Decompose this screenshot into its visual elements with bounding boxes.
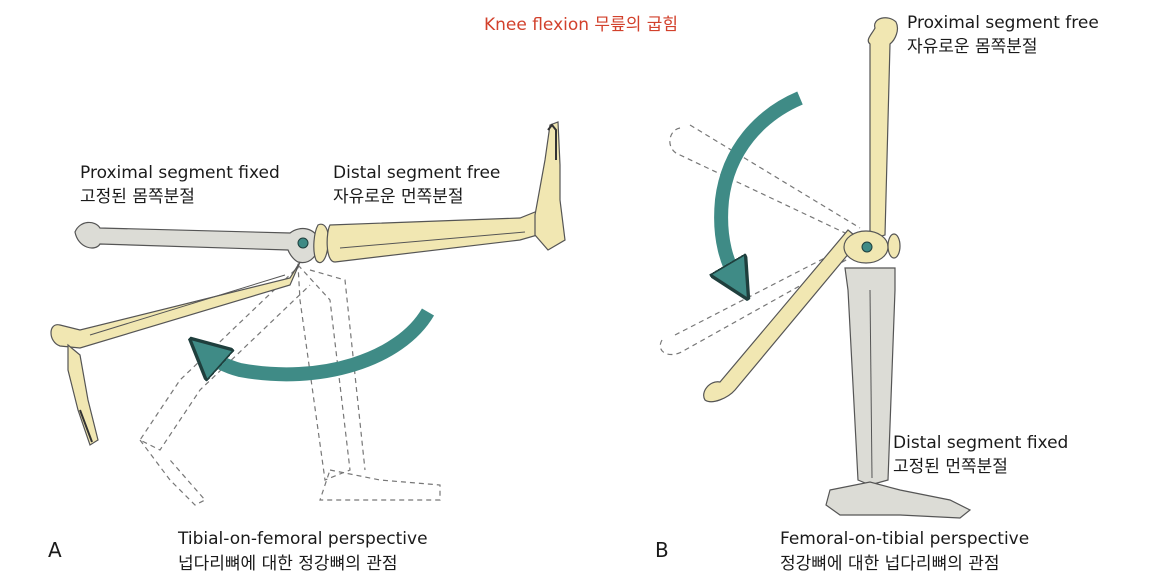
proximal-free-label-ko: 자유로운 몸쪽분절 [907,37,1038,57]
distal-fixed-label-en: Distal segment fixed [893,433,1069,453]
tibial-on-femoral-perspective-en: Tibial-on-femoral perspective [178,529,428,549]
panel-letter-a: A [48,538,62,562]
figure-title: Knee flexion 무릎의 굽힘 [483,15,679,35]
femur-b-vertical-bone [867,17,899,241]
knee-joint-b [843,230,901,264]
tibia-b-fixed-bone [825,267,972,519]
tibial-on-femoral-perspective-ko: 넙다리뼈에 대한 정강뼈의 관점 [178,554,398,574]
ghost-femur-b [659,124,861,355]
flexion-arrow-b [721,91,803,282]
proximal-fixed-label-en: Proximal segment fixed [80,163,280,183]
distal-fixed-label-ko: 고정된 먼쪽분절 [893,457,1008,477]
tibia-a-free-bone [313,121,566,264]
tibia-a-flexed-bone [50,261,301,446]
femur-b-diagonal-bone [703,229,861,403]
flexion-arrow-a [205,308,435,374]
femoral-on-tibial-perspective-en: Femoral-on-tibial perspective [780,529,1030,549]
distal-free-label-en: Distal segment free [333,163,501,183]
ghost-leg-a2 [139,269,311,506]
distal-free-label-ko: 자유로운 먼쪽분절 [333,187,464,207]
ghost-leg-a [297,263,441,501]
femoral-on-tibial-perspective-ko: 정강뼈에 대한 넙다리뼈의 관점 [780,554,1000,574]
femur-a-bone [74,221,319,264]
proximal-fixed-label-ko: 고정된 몸쪽분절 [80,187,195,207]
proximal-free-label-en: Proximal segment free [907,13,1099,33]
panel-letter-b: B [655,538,669,562]
